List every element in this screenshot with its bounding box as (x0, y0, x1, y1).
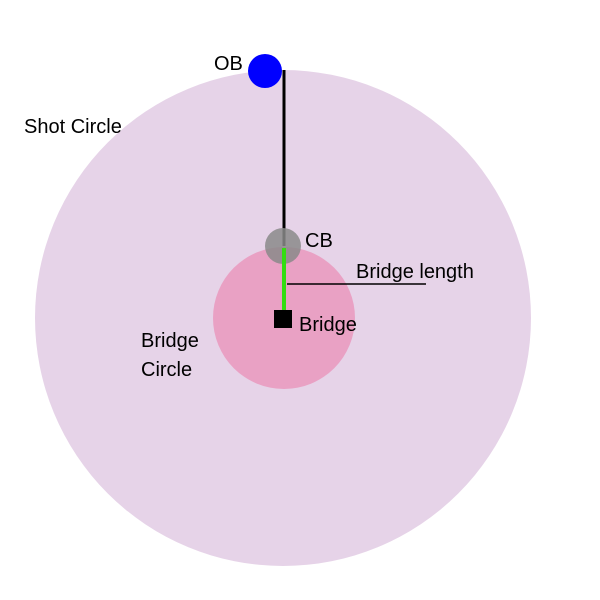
bridge-label: Bridge (299, 314, 357, 336)
bridge-circle-label-line2: Circle (141, 359, 192, 381)
bridge-length-label: Bridge length (356, 261, 474, 283)
object-ball (248, 54, 282, 88)
shot-circle-label: Shot Circle (24, 116, 122, 138)
cb-label: CB (305, 230, 333, 252)
cue-ball (265, 228, 301, 264)
ob-label: OB (214, 53, 243, 75)
bridge-circle-label-line1: Bridge (141, 330, 199, 352)
bridge-marker (274, 310, 292, 328)
